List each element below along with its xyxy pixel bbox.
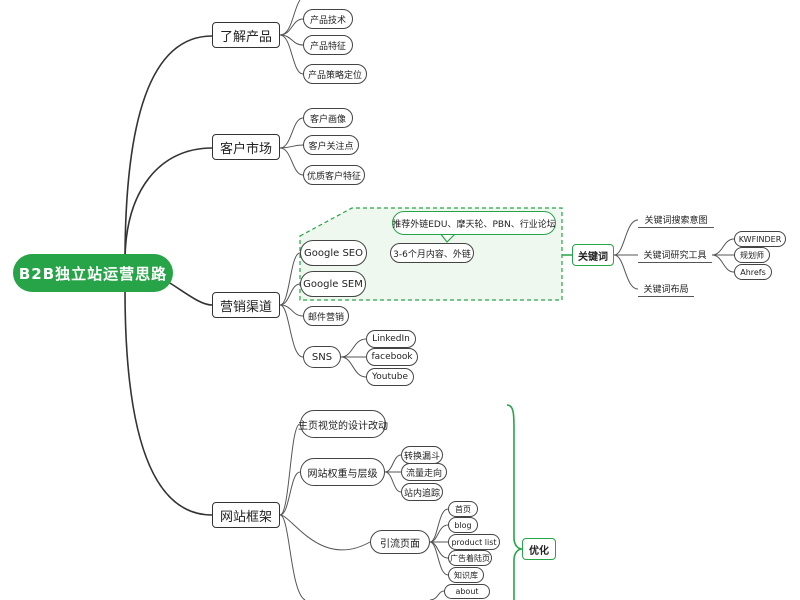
connector-mc-seo [279,252,301,306]
about-node[interactable]: about [444,584,490,599]
connector-kw-3 [613,254,639,290]
traffic-product-list[interactable]: product list [448,534,500,550]
tool-planner[interactable]: 规划师 [734,247,770,263]
seo-callout[interactable]: 推荐外链EDU、摩天轮、PBN、行业论坛 [392,211,556,235]
connector-sns-3 [340,356,367,378]
connector-cm-1 [279,117,304,149]
connector-sf-traffic [279,514,371,551]
optimize-node[interactable]: 优化 [522,538,556,560]
topic-product-features[interactable]: 产品特征 [303,35,353,55]
connector-sf-weight [279,471,301,516]
sns-youtube[interactable]: Youtube [366,368,414,386]
connector-root-understand [124,35,213,263]
seo-detail-node[interactable]: 3-6个月内容、外链 [390,243,474,263]
topic-quality-customer[interactable]: 优质客户特征 [303,165,365,185]
connector-up-1 [279,18,304,36]
weight-funnel[interactable]: 转换漏斗 [401,446,443,464]
connector-root-framework [124,289,213,516]
tool-ahrefs[interactable]: Ahrefs [734,264,772,280]
sns-node[interactable]: SNS [303,346,341,368]
connector-mc-sem [279,283,301,306]
weight-site-tracking[interactable]: 站内追踪 [401,483,443,501]
connector-kw-1 [613,219,639,256]
traffic-home[interactable]: 首页 [448,501,478,517]
connector-root-customer [124,147,213,263]
connector-w-3 [384,471,402,493]
branch-customer-market[interactable]: 客户市场 [212,134,280,160]
connector-sf-bottom [279,514,306,600]
sns-linkedin[interactable]: LinkedIn [366,330,416,348]
connector-sns-1 [340,338,367,358]
topic-customer-concerns[interactable]: 客户关注点 [303,135,359,155]
traffic-ad-landing[interactable]: 广告着陆页 [448,550,492,566]
site-weight-node[interactable]: 网站权重与层级 [300,458,385,486]
connector-root-marketing [164,279,213,306]
topic-product-strategy[interactable]: 产品策略定位 [303,64,367,84]
connector-about [429,590,445,600]
google-sem-node[interactable]: Google SEM [300,271,366,297]
branch-marketing-channels[interactable]: 营销渠道 [212,292,280,318]
optimize-bracket [506,404,523,600]
connector-cm-3 [279,147,304,176]
keyword-intent[interactable]: 关键词搜索意图 [638,212,714,228]
branch-site-framework[interactable]: 网站框架 [212,502,280,528]
connector-mc-email [279,304,304,317]
connector-tool-3 [711,254,735,273]
connector-sf-home [279,423,301,516]
keyword-node[interactable]: 关键词 [572,244,614,266]
google-seo-node[interactable]: Google SEO [300,240,367,266]
keyword-research-tools[interactable]: 关键词研究工具 [638,247,712,263]
connector-t-5 [429,541,449,576]
branch-understand-product[interactable]: 了解产品 [212,22,280,48]
tool-kwfinder[interactable]: KWFINDER [734,231,786,247]
connector-w-1 [384,454,402,473]
email-marketing-node[interactable]: 邮件营销 [303,306,349,326]
root-node[interactable]: B2B独立站运营思路 [13,254,173,292]
traffic-pages-node[interactable]: 引流页面 [370,530,430,554]
weight-traffic-flow[interactable]: 流量走向 [401,463,447,481]
connector-cm-2 [279,144,304,149]
traffic-blog[interactable]: blog [448,517,478,533]
sns-facebook[interactable]: facebook [366,348,418,366]
traffic-knowledge-base[interactable]: 知识库 [448,567,484,583]
callout-pointer [439,232,457,243]
connector-mc-sns [279,304,304,358]
topic-customer-profile[interactable]: 客户画像 [303,108,353,128]
keyword-layout[interactable]: 关键词布局 [638,281,694,297]
connector-up-3 [279,34,304,75]
topic-product-tech[interactable]: 产品技术 [303,9,353,29]
connector-tool-1 [711,238,735,256]
homepage-design-node[interactable]: 主页视觉的设计改动 [298,410,388,438]
